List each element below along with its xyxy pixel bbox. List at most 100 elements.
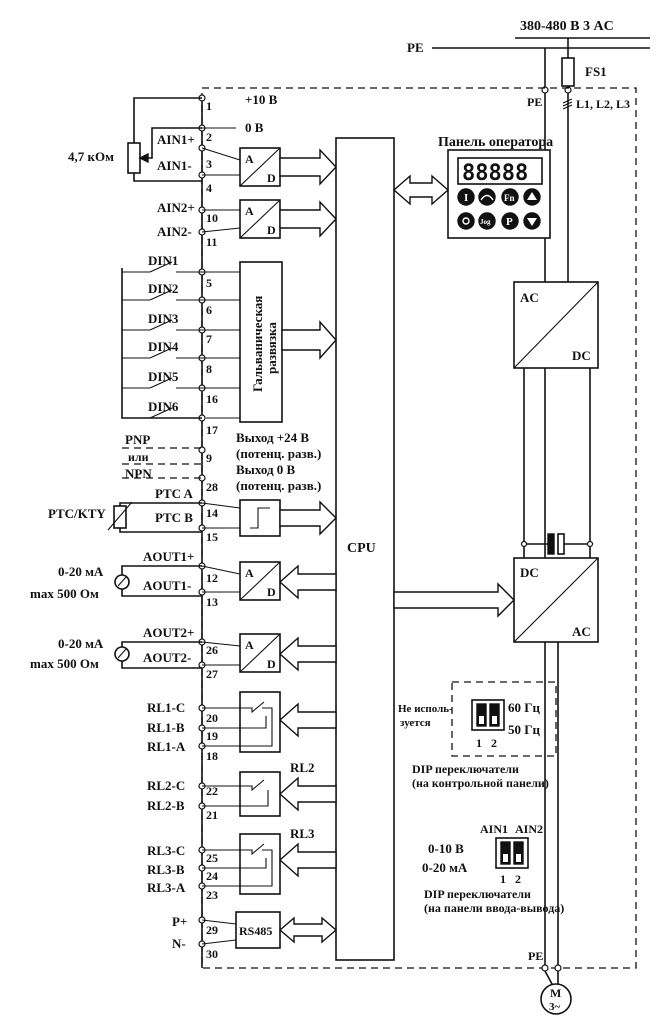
rl2-label: RL2: [290, 760, 315, 775]
key-i: I: [464, 192, 468, 204]
dip2-n1: 1: [500, 872, 506, 886]
rl3c-label: RL3-C: [147, 843, 185, 858]
ptca-label: PTC A: [155, 486, 194, 501]
arrow-adc2-cpu: [279, 200, 337, 238]
panel-display-digits: 88888: [462, 161, 528, 186]
dip1-caption-2: (на контрольной панели): [412, 776, 549, 790]
dip2-caption-2: (на панели ввода-вывода): [424, 901, 564, 915]
ain1m-label: AIN1-: [157, 158, 192, 173]
arrow-ptc-cpu: [279, 500, 337, 536]
svg-text:10: 10: [206, 211, 218, 225]
motor: [540, 983, 572, 1015]
rl1b-label: RL1-B: [147, 720, 185, 735]
rl3b-label: RL3-B: [147, 862, 185, 877]
dip1-n1: 1: [476, 736, 482, 750]
svg-text:22: 22: [206, 784, 218, 798]
pplus-label: P+: [172, 914, 187, 929]
din1-label: DIN1: [148, 253, 178, 268]
dip2-ain2: AIN2: [515, 822, 543, 836]
svg-text:19: 19: [206, 729, 218, 743]
svg-text:21: 21: [206, 808, 218, 822]
out0-note: (потенц. разв.): [236, 478, 321, 493]
arrow-cpu-dac1: [278, 564, 337, 600]
svg-text:A: A: [245, 566, 254, 580]
inv-ac: AC: [572, 624, 591, 639]
svg-text:6: 6: [206, 303, 212, 317]
dip1-caption-1: DIP переключатели: [412, 762, 519, 776]
cpu-label: CPU: [347, 541, 376, 556]
panel-display: [457, 157, 543, 185]
svg-text:D: D: [267, 171, 276, 185]
inv-dc: DC: [520, 565, 539, 580]
svg-text:2: 2: [206, 130, 212, 144]
npn-label: NPN: [125, 466, 152, 481]
svg-text:A: A: [245, 204, 254, 218]
aout2m-label: AOUT2-: [143, 650, 191, 665]
or-label: или: [128, 450, 149, 464]
svg-text:20: 20: [206, 711, 218, 725]
rl1c-label: RL1-C: [147, 700, 185, 715]
dip1-notused-2: зуется: [400, 717, 431, 729]
aout1-max: max 500 Ом: [30, 586, 99, 601]
aout2-max: max 500 Ом: [30, 656, 99, 671]
rect-ac: AC: [520, 290, 539, 305]
svg-text:27: 27: [206, 667, 218, 681]
rl2c-label: RL2-C: [147, 778, 185, 793]
lines-label: L1, L2, L3: [576, 97, 630, 111]
rect-dc: DC: [572, 348, 591, 363]
isolation-label-2: развязка: [264, 322, 279, 374]
dip1-notused-1: Не исполь-: [398, 703, 453, 715]
svg-text:25: 25: [206, 851, 218, 865]
svg-text:23: 23: [206, 888, 218, 902]
aout1-range: 0-20 мА: [58, 564, 104, 579]
potentiometer: [127, 142, 141, 174]
svg-text:11: 11: [206, 235, 217, 249]
aout1p-label: AOUT1+: [143, 549, 194, 564]
din6-label: DIN6: [148, 399, 179, 414]
arrow-cpu-relay1: [278, 702, 337, 738]
arrow-cpu-panel: [392, 174, 450, 206]
arrow-cpu-relay3: [278, 842, 337, 878]
arrow-cpu-inverter: [393, 582, 515, 618]
pe-label-inner: PE: [527, 95, 542, 109]
svg-text:A: A: [245, 638, 254, 652]
svg-text:14: 14: [206, 506, 218, 520]
svg-text:4: 4: [206, 181, 212, 195]
svg-text:13: 13: [206, 595, 218, 609]
rs485-block: [235, 911, 281, 949]
pnp-label: PNP: [125, 432, 150, 447]
arrow-adc1-cpu: [279, 148, 337, 186]
svg-text:D: D: [267, 585, 276, 599]
dip2-ma020: 0-20 мА: [422, 860, 468, 875]
ptcb-label: PTC B: [155, 510, 193, 525]
svg-text:1: 1: [206, 99, 212, 113]
aout2p-label: AOUT2+: [143, 625, 194, 640]
rl1a-label: RL1-A: [147, 739, 186, 754]
ptc-sensor: [113, 505, 127, 529]
din3-label: DIN3: [148, 311, 179, 326]
svg-text:28: 28: [206, 480, 218, 494]
aout1m-label: AOUT1-: [143, 578, 191, 593]
rl3a-label: RL3-A: [147, 880, 186, 895]
aout2-range: 0-20 мА: [58, 636, 104, 651]
dip1-n2: 2: [491, 736, 497, 750]
arrow-isolation-cpu: [281, 320, 337, 360]
svg-text:5: 5: [206, 276, 212, 290]
motor-pe: PE: [528, 949, 543, 963]
svg-text:24: 24: [206, 869, 218, 883]
supply-voltage: 380-480 В 3 AC: [520, 19, 614, 34]
svg-text:D: D: [267, 657, 276, 671]
motor-phases: 3~: [549, 1001, 561, 1013]
svg-text:7: 7: [206, 332, 212, 346]
motor-m: M: [550, 986, 561, 1000]
key-p: P: [506, 216, 513, 228]
dip1-60hz: 60 Гц: [508, 700, 541, 715]
ptc-sensor-label: PTC/KTY: [48, 506, 106, 521]
pe-label-top: PE: [407, 40, 424, 55]
relay-2: [239, 771, 281, 817]
svg-text:26: 26: [206, 643, 218, 657]
ain2p-label: AIN2+: [157, 200, 195, 215]
rl2b-label: RL2-B: [147, 798, 185, 813]
fuse-fs1: [561, 57, 575, 87]
arrow-cpu-dac2: [278, 636, 337, 672]
